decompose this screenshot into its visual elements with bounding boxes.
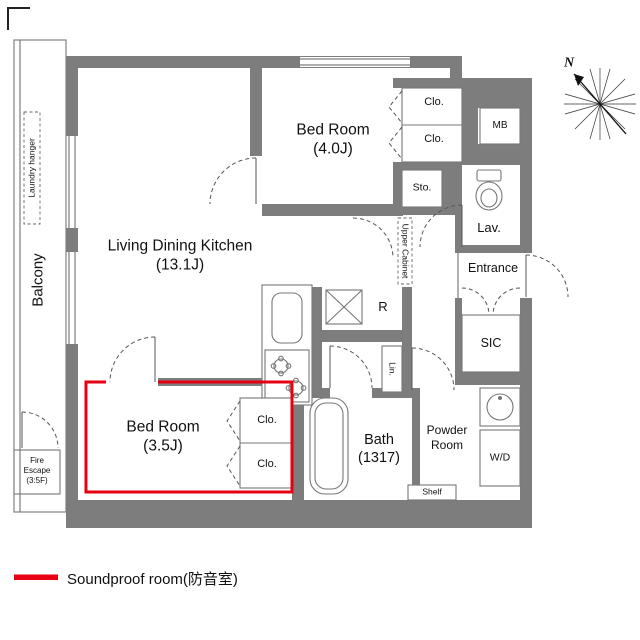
kitchen-sink-icon	[271, 292, 303, 344]
legend: Soundproof room(防音室)	[14, 568, 238, 589]
lavatory-label: Lav.	[477, 219, 501, 235]
meter-box-label: MB	[492, 119, 508, 131]
powder-room-label: Powder Room	[426, 423, 468, 452]
ldk-label: Living Dining Kitchen (13.1J)	[107, 237, 253, 274]
closet-label: Clo.	[424, 96, 444, 109]
closet-cells-top	[401, 87, 463, 163]
refrigerator-label: R	[378, 298, 388, 314]
storage-label: Sto.	[412, 181, 432, 194]
soundproof-legend-swatch	[14, 577, 58, 580]
closet-cells-bottom	[239, 397, 293, 489]
upper-cabinet-label: Upper Cabinet	[400, 223, 411, 279]
closet-label: Clo.	[424, 133, 444, 146]
soundproof-legend-label: Soundproof room(防音室)	[67, 571, 238, 588]
toilet-icon	[475, 169, 503, 211]
sic-room-box	[461, 314, 521, 373]
washbasin-icon	[479, 387, 521, 427]
laundry-hanger-box	[23, 111, 41, 225]
compass-icon	[564, 68, 636, 140]
boundary-corner-mark	[7, 7, 30, 30]
fire-escape-label: Fire Escape (3:5F)	[23, 456, 51, 485]
laundry-hanger-label: Laundry hanger	[26, 138, 37, 198]
bath-label: Bath (1317)	[358, 431, 400, 466]
closet-label: Clo.	[257, 458, 277, 471]
storage-room-box	[401, 169, 443, 208]
linen-label: Lin.	[387, 362, 398, 376]
washer-dryer-box	[479, 429, 521, 487]
washer-dryer-label: W/D	[489, 451, 511, 464]
bedroom-35j-label: Bed Room (3.5J)	[126, 418, 200, 455]
stove-burner-icon	[270, 355, 292, 377]
shelf-label: Shelf	[422, 486, 442, 497]
meter-box	[479, 107, 521, 145]
compass-needle-arrow	[574, 74, 584, 86]
door-leaves	[21, 158, 527, 448]
compass-north-label: N	[563, 55, 575, 71]
linen-box	[381, 345, 403, 393]
upper-cabinet-box	[397, 217, 413, 285]
shelf-box	[407, 484, 457, 501]
kitchen-counter	[261, 284, 313, 406]
closet-bifold-door-marks	[226, 90, 403, 487]
fire-escape-box	[13, 449, 61, 495]
soundproof-room-outline	[84, 380, 294, 494]
refrigerator-box	[325, 289, 363, 325]
door-swing-arcs	[21, 157, 569, 449]
stove-burner-icon	[285, 377, 307, 399]
entrance-label: Entrance	[467, 261, 519, 276]
bathtub-icon	[309, 397, 349, 495]
closet-label: Clo.	[257, 414, 277, 427]
balcony-outline	[13, 39, 67, 513]
windows	[68, 57, 410, 344]
sic-label: SIC	[480, 336, 502, 351]
bedroom-4j-label: Bed Room (4.0J)	[296, 121, 370, 158]
balcony-label: Balcony	[29, 253, 47, 307]
